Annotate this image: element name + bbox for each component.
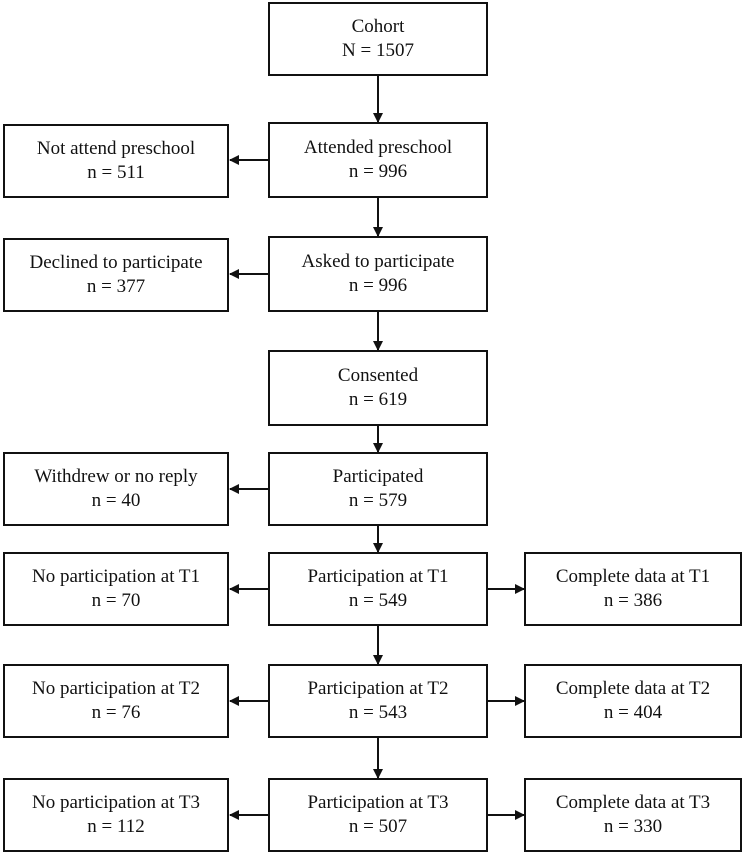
- participation-t3-label: Participation at T3: [307, 792, 449, 813]
- not-attend-preschool-box: Not attend preschool n = 511: [3, 124, 229, 198]
- declined-to-participate-box: Declined to participate n = 377: [3, 238, 229, 312]
- complete-data-t1-box: Complete data at T1 n = 386: [524, 552, 742, 626]
- withdrew-label: Withdrew or no reply: [34, 466, 198, 487]
- declined-to-participate-count: n = 377: [86, 276, 146, 297]
- consented-box: Consented n = 619: [268, 350, 488, 426]
- participation-t3-count: n = 507: [348, 816, 408, 837]
- no-participation-t3-box: No participation at T3 n = 112: [3, 778, 229, 852]
- no-participation-t2-count: n = 76: [91, 702, 141, 723]
- participation-t2-count: n = 543: [348, 702, 408, 723]
- participated-count: n = 579: [348, 490, 408, 511]
- cohort-box: Cohort N = 1507: [268, 2, 488, 76]
- participated-label: Participated: [332, 466, 424, 487]
- no-participation-t2-box: No participation at T2 n = 76: [3, 664, 229, 738]
- participation-t3-box: Participation at T3 n = 507: [268, 778, 488, 852]
- not-attend-preschool-label: Not attend preschool: [36, 138, 196, 159]
- withdrew-count: n = 40: [91, 490, 141, 511]
- no-participation-t1-label: No participation at T1: [32, 566, 200, 587]
- not-attend-preschool-count: n = 511: [87, 162, 145, 183]
- complete-data-t1-label: Complete data at T1: [555, 566, 711, 587]
- complete-data-t2-box: Complete data at T2 n = 404: [524, 664, 742, 738]
- participation-t1-label: Participation at T1: [307, 566, 449, 587]
- asked-to-participate-label: Asked to participate: [301, 251, 455, 272]
- complete-data-t3-count: n = 330: [603, 816, 663, 837]
- participation-t1-count: n = 549: [348, 590, 408, 611]
- complete-data-t3-label: Complete data at T3: [555, 792, 711, 813]
- no-participation-t2-label: No participation at T2: [32, 678, 200, 699]
- no-participation-t1-box: No participation at T1 n = 70: [3, 552, 229, 626]
- asked-to-participate-count: n = 996: [348, 275, 408, 296]
- cohort-label: Cohort: [351, 16, 405, 37]
- consented-count: n = 619: [348, 389, 408, 410]
- complete-data-t1-count: n = 386: [603, 590, 663, 611]
- no-participation-t3-label: No participation at T3: [32, 792, 200, 813]
- consented-label: Consented: [337, 365, 419, 386]
- no-participation-t1-count: n = 70: [91, 590, 141, 611]
- complete-data-t2-count: n = 404: [603, 702, 663, 723]
- declined-to-participate-label: Declined to participate: [29, 252, 203, 273]
- participation-t1-box: Participation at T1 n = 549: [268, 552, 488, 626]
- asked-to-participate-box: Asked to participate n = 996: [268, 236, 488, 312]
- complete-data-t3-box: Complete data at T3 n = 330: [524, 778, 742, 852]
- attended-preschool-label: Attended preschool: [303, 137, 453, 158]
- participation-t2-label: Participation at T2: [307, 678, 449, 699]
- cohort-count: N = 1507: [342, 40, 414, 61]
- withdrew-box: Withdrew or no reply n = 40: [3, 452, 229, 526]
- participated-box: Participated n = 579: [268, 452, 488, 526]
- no-participation-t3-count: n = 112: [87, 816, 145, 837]
- attended-preschool-count: n = 996: [348, 161, 408, 182]
- complete-data-t2-label: Complete data at T2: [555, 678, 711, 699]
- attended-preschool-box: Attended preschool n = 996: [268, 122, 488, 198]
- participation-t2-box: Participation at T2 n = 543: [268, 664, 488, 738]
